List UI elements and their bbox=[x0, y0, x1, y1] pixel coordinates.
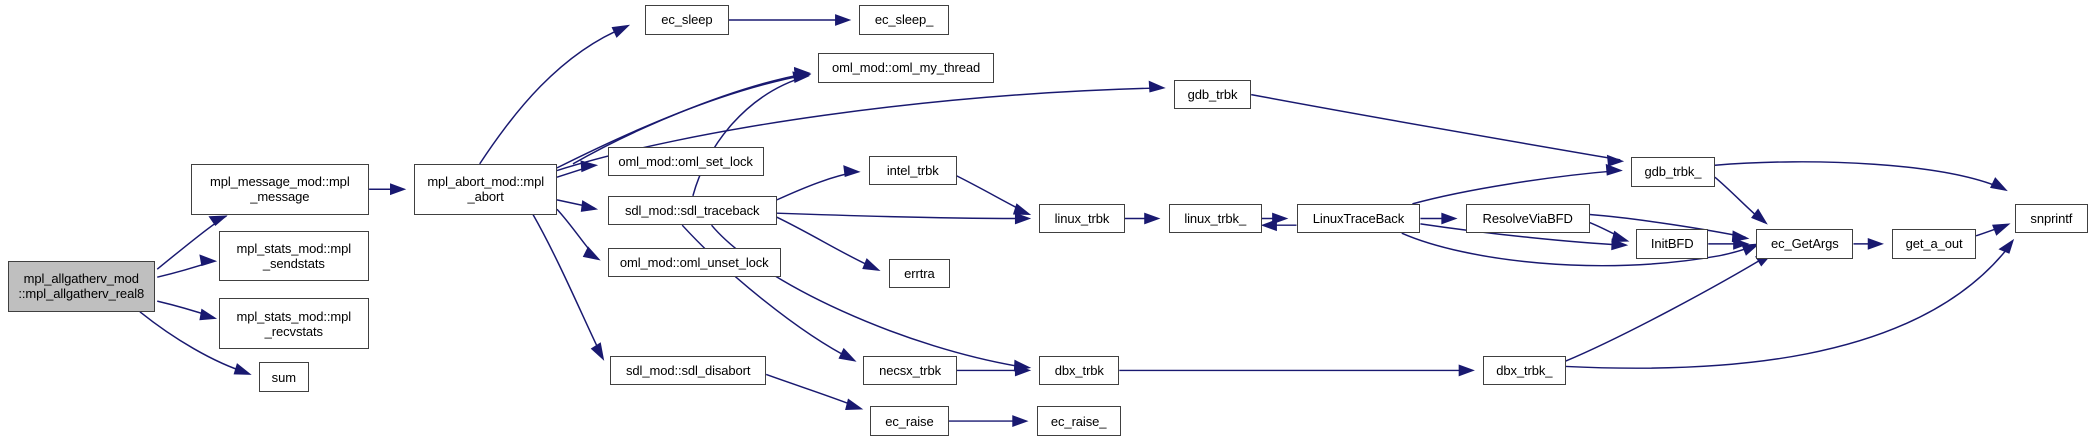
graph-node-n11[interactable]: oml_mod::oml_unset_lock bbox=[607, 247, 781, 278]
graph-node-label: errtra bbox=[904, 265, 935, 281]
graph-node-n14[interactable]: errtra bbox=[888, 258, 951, 288]
graph-node-n5[interactable]: mpl_abort_mod::mpl _abort bbox=[414, 163, 557, 215]
graph-node-n17[interactable]: ec_raise_ bbox=[1036, 406, 1121, 436]
graph-node-n19[interactable]: linux_trbk_ bbox=[1168, 203, 1262, 234]
graph-node-label: ResolveViaBFD bbox=[1482, 211, 1573, 227]
graph-node-label: mpl_stats_mod::mpl _recvstats bbox=[236, 308, 352, 339]
graph-node-label: LinuxTraceBack bbox=[1312, 211, 1405, 227]
graph-node-label: snprintf bbox=[2030, 211, 2073, 227]
graph-node-n13[interactable]: intel_trbk bbox=[868, 155, 957, 186]
graph-node-label: ec_sleep bbox=[661, 12, 713, 28]
graph-node-label: oml_mod::oml_set_lock bbox=[618, 153, 753, 169]
graph-node-label: mpl_allgatherv_mod ::mpl_allgatherv_real… bbox=[18, 271, 145, 302]
graph-node-n16[interactable]: ec_raise bbox=[870, 406, 949, 436]
graph-node-label: oml_mod::oml_unset_lock bbox=[619, 254, 769, 270]
graph-node-label: get_a_out bbox=[1905, 236, 1963, 252]
graph-node-label: linux_trbk_ bbox=[1184, 211, 1247, 227]
graph-node-n4[interactable]: sum bbox=[258, 362, 310, 392]
graph-node-n27[interactable]: ec_GetArgs bbox=[1756, 229, 1854, 259]
graph-node-label: necsx_trbk bbox=[879, 362, 941, 378]
graph-node-label: gdb_trbk_ bbox=[1644, 164, 1702, 180]
graph-node-n10[interactable]: sdl_mod::sdl_traceback bbox=[607, 195, 777, 226]
graph-node-n23[interactable]: InitBFD bbox=[1636, 229, 1709, 259]
graph-node-n18[interactable]: linux_trbk bbox=[1039, 203, 1125, 234]
graph-node-label: sdl_mod::sdl_traceback bbox=[625, 203, 760, 219]
graph-node-label: linux_trbk bbox=[1054, 211, 1110, 227]
graph-node-label: dbx_trbk_ bbox=[1496, 362, 1553, 378]
graph-node-n2[interactable]: mpl_stats_mod::mpl _sendstats bbox=[218, 230, 370, 282]
graph-node-n1[interactable]: mpl_message_mod::mpl _message bbox=[190, 163, 370, 215]
graph-node-n12[interactable]: sdl_mod::sdl_disabort bbox=[610, 355, 767, 386]
graph-node-label: sdl_mod::sdl_disabort bbox=[626, 362, 751, 378]
graph-node-n9[interactable]: oml_mod::oml_set_lock bbox=[607, 146, 764, 176]
graph-node-label: gdb_trbk bbox=[1187, 87, 1238, 103]
graph-node-label: intel_trbk bbox=[886, 163, 939, 179]
graph-node-label: sum bbox=[271, 369, 296, 385]
graph-node-n29[interactable]: snprintf bbox=[2014, 203, 2088, 234]
graph-node-label: ec_raise bbox=[885, 413, 934, 429]
graph-node-n28[interactable]: get_a_out bbox=[1892, 229, 1977, 259]
graph-node-n24[interactable]: gdb_trbk bbox=[1173, 79, 1252, 110]
graph-node-label: mpl_message_mod::mpl _message bbox=[209, 174, 350, 205]
graph-node-n21[interactable]: LinuxTraceBack bbox=[1296, 203, 1421, 234]
graph-node-n6[interactable]: ec_sleep bbox=[644, 5, 729, 35]
graph-node-n26[interactable]: dbx_trbk_ bbox=[1483, 355, 1566, 386]
graph-node-label: ec_raise_ bbox=[1050, 413, 1107, 429]
graph-node-label: InitBFD bbox=[1650, 236, 1694, 252]
graph-node-n15[interactable]: necsx_trbk bbox=[863, 355, 957, 386]
graph-node-label: dbx_trbk bbox=[1054, 362, 1104, 378]
graph-node-n8[interactable]: oml_mod::oml_my_thread bbox=[818, 53, 995, 83]
graph-node-n3[interactable]: mpl_stats_mod::mpl _recvstats bbox=[218, 298, 370, 350]
graph-node-label: ec_sleep_ bbox=[874, 12, 934, 28]
graph-node-n7[interactable]: ec_sleep_ bbox=[859, 5, 949, 35]
graph-node-label: ec_GetArgs bbox=[1771, 236, 1839, 252]
graph-node-label: oml_mod::oml_my_thread bbox=[832, 60, 981, 76]
graph-node-n20[interactable]: dbx_trbk bbox=[1039, 355, 1120, 386]
graph-node-label: mpl_abort_mod::mpl _abort bbox=[427, 174, 545, 205]
graph-node-n25[interactable]: gdb_trbk_ bbox=[1630, 157, 1715, 187]
graph-node-n22[interactable]: ResolveViaBFD bbox=[1465, 203, 1590, 234]
graph-node-label: mpl_stats_mod::mpl _sendstats bbox=[236, 240, 352, 271]
graph-node-n0[interactable]: mpl_allgatherv_mod ::mpl_allgatherv_real… bbox=[7, 261, 155, 312]
